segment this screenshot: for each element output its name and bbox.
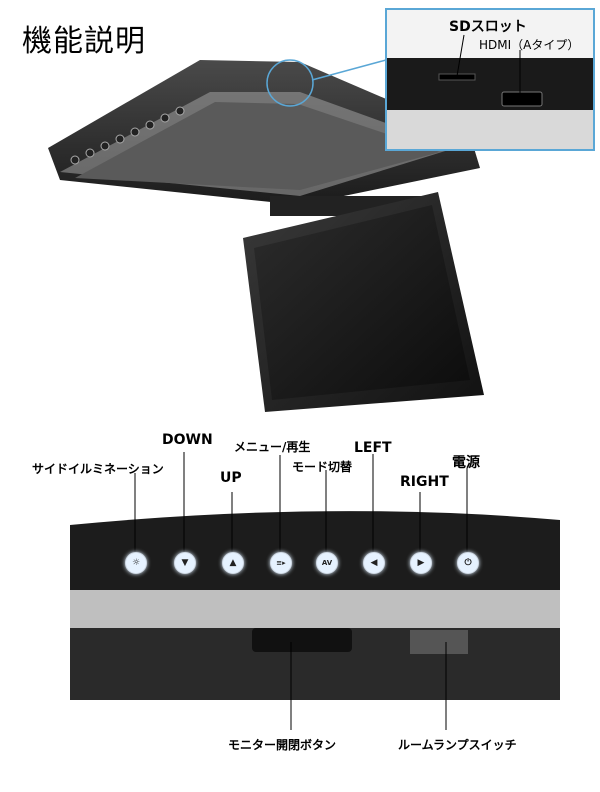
monitor-illustration	[48, 59, 484, 412]
port-illustration	[387, 34, 593, 149]
menu-button[interactable]: ≡▸	[270, 552, 292, 574]
bulb-icon: ☼	[131, 557, 141, 568]
left-arrow-icon: ◀	[370, 557, 378, 568]
room-lamp-switch[interactable]	[410, 630, 468, 654]
illumination-label: サイドイルミネーション	[32, 462, 164, 476]
room-lamp-label: ルームランプスイッチ	[398, 738, 517, 752]
power-label: 電源	[452, 455, 480, 471]
power-icon: ⏻	[464, 557, 472, 568]
hdmi-port	[501, 91, 543, 107]
menu-play-label: メニュー/再生	[234, 440, 311, 454]
right-button[interactable]: ▶	[410, 552, 432, 574]
monitor-open-button[interactable]	[252, 628, 352, 652]
up-label: UP	[220, 470, 242, 486]
sd-slot-label: SDスロット	[449, 19, 527, 35]
down-button[interactable]: ▼	[174, 552, 196, 574]
av-icon: AV	[321, 558, 333, 567]
hdmi-label: HDMI（Aタイプ）	[479, 38, 580, 52]
mode-button[interactable]: AV	[316, 552, 338, 574]
mode-label: モード切替	[292, 460, 353, 474]
right-label: RIGHT	[400, 474, 449, 490]
page-title: 機能説明	[22, 24, 146, 59]
port-inset: SDスロット HDMI（Aタイプ）	[385, 8, 595, 151]
illumination-button[interactable]: ☼	[125, 552, 147, 574]
right-arrow-icon: ▶	[417, 557, 425, 568]
menu-play-icon: ≡▸	[276, 558, 286, 567]
up-arrow-icon: ▲	[229, 557, 237, 568]
monitor-button-label: モニター開閉ボタン	[228, 738, 337, 752]
power-button[interactable]: ⏻	[457, 552, 479, 574]
left-label: LEFT	[354, 440, 392, 456]
down-label: DOWN	[162, 432, 213, 448]
left-button[interactable]: ◀	[363, 552, 385, 574]
housing-buttons	[70, 106, 185, 165]
up-button[interactable]: ▲	[222, 552, 244, 574]
down-arrow-icon: ▼	[181, 557, 189, 568]
